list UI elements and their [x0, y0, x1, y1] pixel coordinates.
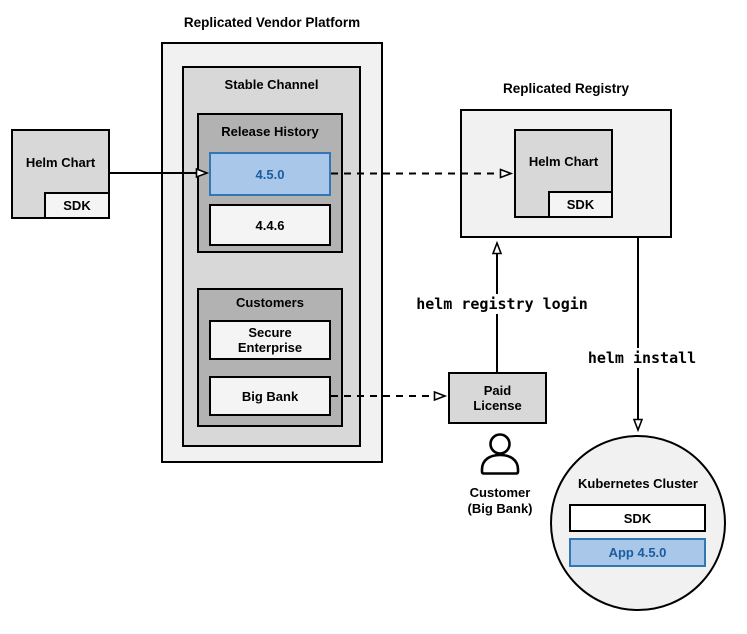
cluster-sdk-box: SDK	[569, 504, 706, 532]
registry-sdk-box: SDK	[548, 191, 613, 218]
customer-item-big-bank: Big Bank	[209, 376, 331, 416]
command-helm-registry-login: helm registry login	[400, 294, 604, 314]
customers-title: Customers	[236, 295, 304, 310]
stable-channel-title: Stable Channel	[224, 77, 319, 92]
kubernetes-cluster-title: Kubernetes Cluster	[578, 476, 698, 491]
customer-item-label: Secure Enterprise	[237, 325, 303, 355]
customer-item-secure-enterprise: Secure Enterprise	[209, 320, 331, 360]
customer-name-label: Customer	[469, 485, 531, 500]
release-item-4-4-6: 4.4.6	[209, 204, 331, 246]
paid-license-box: Paid License	[448, 372, 547, 424]
release-item-4-5-0: 4.5.0	[209, 152, 331, 196]
command-helm-install: helm install	[577, 348, 707, 368]
vendor-platform-title: Replicated Vendor Platform	[183, 15, 361, 30]
paid-license-label: Paid License	[473, 383, 522, 413]
cluster-app-box: App 4.5.0	[569, 538, 706, 567]
source-sdk-box: SDK	[44, 192, 110, 219]
registry-title: Replicated Registry	[502, 81, 630, 96]
release-history-title: Release History	[221, 124, 319, 139]
customer-icon	[480, 433, 520, 475]
customer-org-label: (Big Bank)	[467, 501, 533, 516]
